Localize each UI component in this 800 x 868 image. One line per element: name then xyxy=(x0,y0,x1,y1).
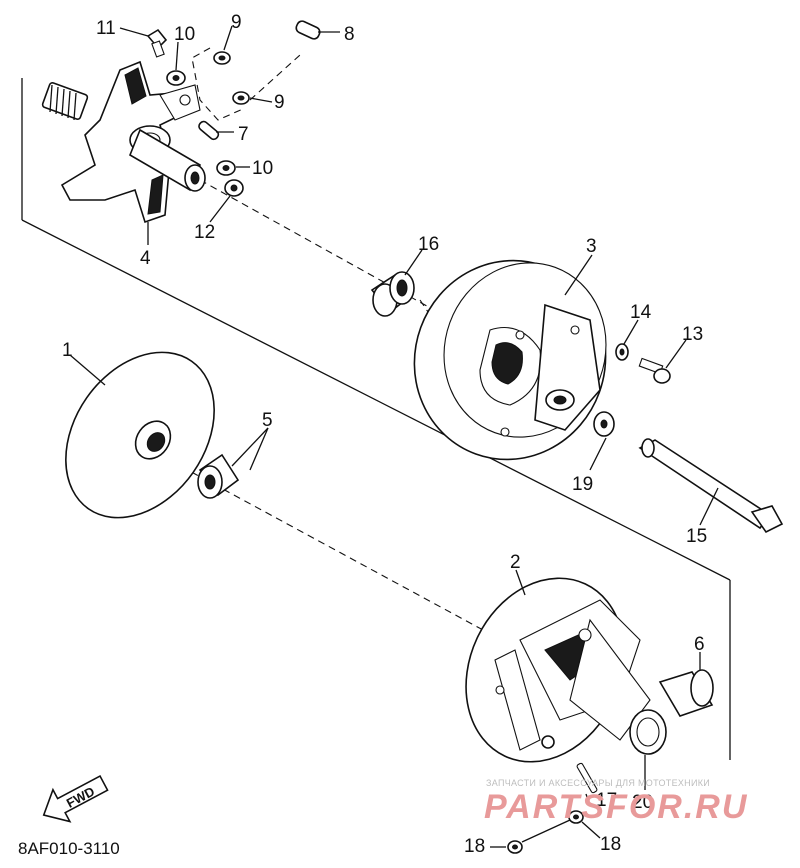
leader-lines xyxy=(69,25,719,848)
callout-13: 13 xyxy=(682,324,703,345)
callout-18-right: 18 xyxy=(600,834,621,855)
callout-4: 4 xyxy=(140,248,151,269)
part-1-fixed-sheave xyxy=(65,351,215,519)
part-3-movable-sheave xyxy=(413,259,607,461)
hardware-right xyxy=(593,343,784,534)
callout-15: 15 xyxy=(686,526,707,547)
diagram-code: 8AF010-3110 xyxy=(18,839,120,858)
watermark: ЗАПЧАСТИ И АКСЕССУАРЫ ДЛЯ МОТОТЕХНИКИ PA… xyxy=(484,778,748,826)
part-5-bushing xyxy=(197,453,240,499)
callout-8: 8 xyxy=(344,24,355,45)
watermark-top: ЗАПЧАСТИ И АКСЕССУАРЫ ДЛЯ МОТОТЕХНИКИ xyxy=(486,778,710,788)
callout-10-bottom: 10 xyxy=(252,158,273,179)
part-2-secondary-sheave xyxy=(465,577,651,763)
callouts: 11 10 9 8 9 7 10 12 4 16 3 14 13 1 5 19 … xyxy=(62,12,707,857)
callout-9-top: 9 xyxy=(231,12,242,33)
callout-9-bottom: 9 xyxy=(274,92,285,113)
callout-10-top: 10 xyxy=(174,24,195,45)
callout-6: 6 xyxy=(694,634,705,655)
part-17-pin xyxy=(576,762,598,794)
part-6-bushing xyxy=(658,669,714,717)
callout-11: 11 xyxy=(96,18,116,39)
callout-14: 14 xyxy=(630,302,652,323)
part-4-spider-shaft xyxy=(41,60,206,224)
fwd-label: FWD xyxy=(64,784,97,811)
callout-16: 16 xyxy=(418,234,439,255)
callout-18-left: 18 xyxy=(464,836,485,857)
callout-3: 3 xyxy=(586,236,597,257)
callout-17: 17 xyxy=(596,790,617,811)
fwd-arrow: FWD xyxy=(42,774,109,823)
callout-7: 7 xyxy=(238,124,249,145)
callout-19: 19 xyxy=(572,474,593,495)
callout-20: 20 xyxy=(632,792,653,813)
callout-5: 5 xyxy=(262,410,273,431)
callout-2: 2 xyxy=(510,552,521,573)
watermark-main: PARTSFOR.RU xyxy=(484,788,748,826)
part-16-bushing xyxy=(370,271,415,317)
callout-12: 12 xyxy=(194,222,215,243)
hardware-top xyxy=(146,20,321,197)
part-20-seal xyxy=(629,709,667,755)
part-18-washers xyxy=(507,810,584,854)
callout-1: 1 xyxy=(62,340,73,361)
